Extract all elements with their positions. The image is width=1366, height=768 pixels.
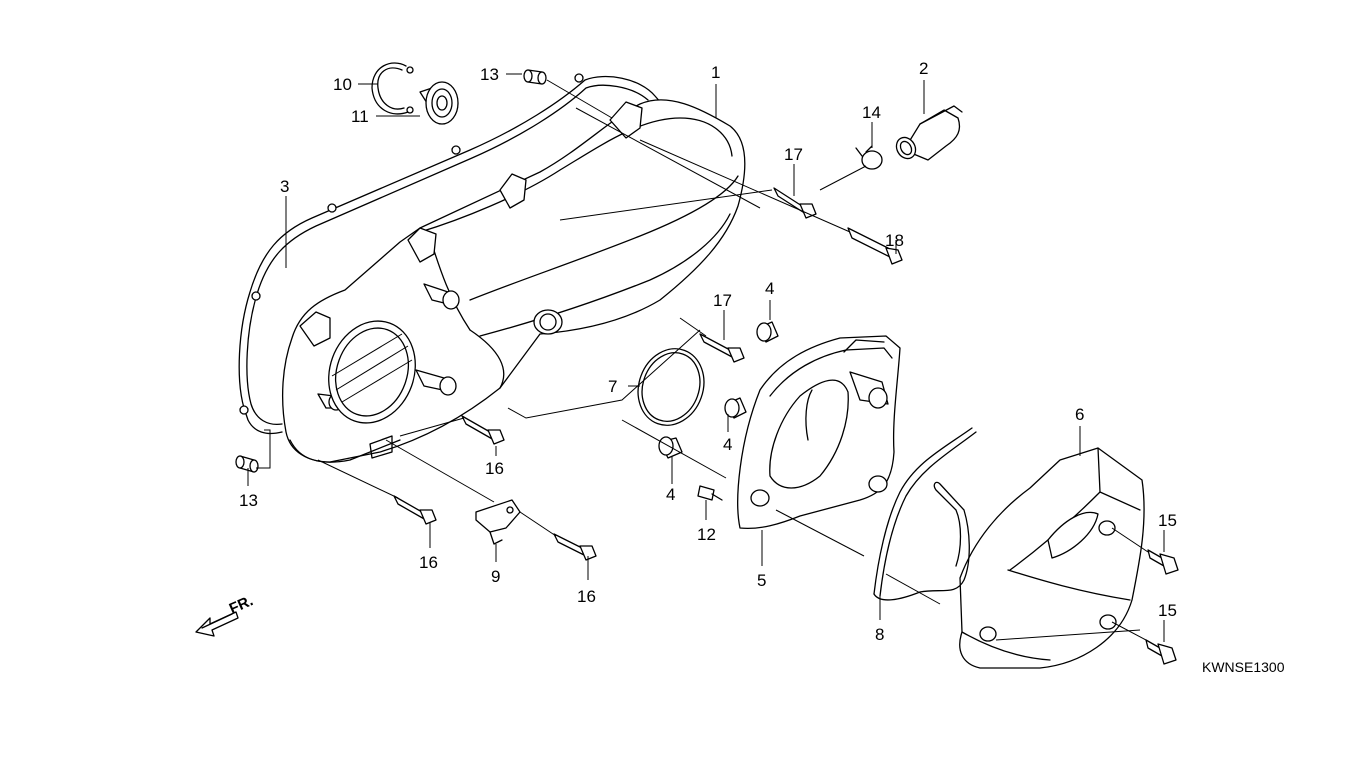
callout-labels: 1 2 3 4 4 4 5 6 7 8 9 10 11 12 13 13 14 … [239,59,1177,644]
direction-label: FR. [227,592,256,617]
clamp-part-9 [475,499,521,545]
callout-5: 5 [757,571,766,590]
bolt-part-15-upper [1147,549,1179,575]
leader-lines [247,73,1165,642]
diagram-code: KWNSE1300 [1202,659,1285,675]
bolt-part-17-upper [773,187,817,219]
callout-4-bottom: 4 [666,485,675,504]
collar-part-4-middle [724,397,747,419]
collar-part-4-bottom [658,436,683,459]
callout-15-upper: 15 [1158,511,1177,530]
clip-part-14 [855,145,883,170]
callout-14: 14 [862,103,881,122]
callout-1: 1 [711,63,720,82]
circlip-part-10 [371,62,414,115]
callout-16-upper: 16 [485,459,504,478]
outer-cover-part-6 [959,447,1145,669]
bolt-part-16-right [553,533,597,561]
o-ring-part-7 [637,348,705,426]
bolt-part-16-left [393,495,437,525]
callout-3: 3 [280,177,289,196]
callout-13-top: 13 [480,65,499,84]
callout-12: 12 [697,525,716,544]
bolt-part-18 [847,227,903,265]
front-direction-arrow: FR. [195,592,256,637]
inner-plate-part-5 [737,335,901,530]
callout-16-left: 16 [419,553,438,572]
screw-part-12 [697,485,723,501]
bolt-part-17-lower [699,333,745,363]
callout-17-upper: 17 [784,145,803,164]
callout-10: 10 [333,75,352,94]
callout-15-lower: 15 [1158,601,1177,620]
crankcase-cover-part-1 [281,99,746,463]
callout-7: 7 [608,377,617,396]
callout-13-bottom: 13 [239,491,258,510]
callout-2: 2 [919,59,928,78]
gasket-part-3 [238,73,663,435]
callout-6: 6 [1075,405,1084,424]
callout-8: 8 [875,625,884,644]
callout-18: 18 [885,231,904,250]
callout-4-middle: 4 [723,435,732,454]
callout-16-right: 16 [577,587,596,606]
bolt-part-15-lower [1145,639,1177,665]
bolt-part-16-upper [461,415,505,445]
dowel-pin-part-13-bottom [235,455,259,473]
bearing-part-11 [419,81,459,125]
callout-17-lower: 17 [713,291,732,310]
collar-part-4-top [756,321,779,343]
callout-9: 9 [491,567,500,586]
breather-tube-part-2 [895,105,963,161]
callout-11: 11 [351,107,369,126]
dowel-pin-part-13-top [523,69,547,85]
callout-4-top: 4 [765,279,774,298]
